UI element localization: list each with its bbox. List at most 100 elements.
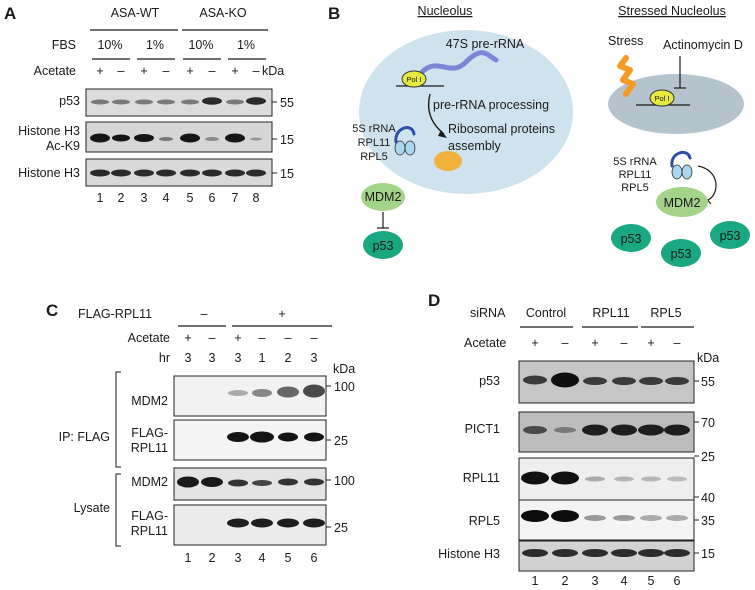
- band: [111, 170, 131, 177]
- band: [225, 134, 245, 143]
- lane-number: 6: [311, 551, 318, 565]
- blot-label-ac-k9: Ac-K9: [46, 139, 80, 153]
- hr-value: 1: [259, 351, 266, 365]
- mdm2-label: MDM2: [365, 190, 402, 204]
- band: [664, 549, 690, 557]
- marker-100: 100: [334, 380, 355, 394]
- ribosome-icon: [434, 151, 462, 171]
- lane-number: 1: [185, 551, 192, 565]
- band: [246, 97, 266, 105]
- band: [614, 477, 634, 482]
- band: [112, 100, 130, 105]
- band: [639, 377, 663, 385]
- acetate-sign: +: [140, 64, 147, 78]
- band: [250, 138, 262, 141]
- band: [666, 515, 688, 521]
- band: [304, 479, 324, 486]
- blot-label-flag: FLAG-: [131, 426, 168, 440]
- band: [90, 170, 110, 177]
- lane-number: 2: [562, 574, 569, 588]
- pol-i-label: Pol I: [406, 75, 421, 84]
- blot-label-histone-h3: Histone H3: [438, 547, 500, 561]
- p53-label: p53: [671, 247, 692, 261]
- lane-number: 5: [648, 574, 655, 588]
- rpl11-label: RPL11: [358, 137, 391, 149]
- pre-rrna-label: 47S pre-rRNA: [446, 37, 525, 51]
- band: [278, 479, 298, 486]
- blot-label-mdm2: MDM2: [131, 475, 168, 489]
- band: [667, 477, 687, 482]
- marker-25: 25: [334, 521, 348, 535]
- band: [665, 377, 689, 385]
- hr-value: 3: [235, 351, 242, 365]
- band: [226, 100, 244, 105]
- stressed-nucleolus-title: Stressed Nucleolus: [618, 4, 726, 18]
- fbs-value: 1%: [237, 38, 255, 52]
- group-rpl11: RPL11: [592, 306, 629, 320]
- blot-label-rpl11: RPL11: [131, 524, 168, 538]
- kda-label: kDa: [333, 362, 355, 376]
- marker-40: 40: [701, 491, 715, 505]
- band: [582, 549, 608, 557]
- acetate-sign: –: [253, 64, 260, 78]
- marker-25: 25: [701, 450, 715, 464]
- band: [523, 426, 547, 434]
- lane-number: 5: [187, 191, 194, 205]
- marker-15: 15: [701, 547, 715, 561]
- band: [551, 510, 579, 522]
- band: [252, 389, 272, 397]
- band: [228, 390, 248, 396]
- panel-d: D siRNA Control RPL11 RPL5 Acetate + – +…: [428, 291, 719, 588]
- assembly-label: assembly: [448, 139, 502, 153]
- lane-number: 4: [163, 191, 170, 205]
- acetate-sign: –: [209, 331, 216, 345]
- band: [664, 425, 690, 436]
- marker-15: 15: [280, 133, 294, 147]
- band: [582, 425, 608, 436]
- band: [554, 427, 576, 433]
- band: [202, 170, 222, 177]
- lane-numbers-a: 1 2 3 4 5 6 7 8: [97, 191, 260, 205]
- band: [641, 477, 661, 482]
- rpl5-label: RPL5: [360, 151, 388, 163]
- fbs-value: 1%: [146, 38, 164, 52]
- flag-rpl11-label: FLAG-RPL11: [78, 307, 152, 321]
- lane-number: 8: [253, 191, 260, 205]
- band: [613, 515, 635, 521]
- band: [523, 376, 547, 385]
- p53-label: p53: [373, 239, 394, 253]
- band: [228, 480, 248, 487]
- acetate-sign: –: [674, 336, 681, 350]
- acetate-sign: –: [163, 64, 170, 78]
- rpl5-label: RPL5: [621, 182, 649, 194]
- panel-a: A ASA-WT ASA-KO FBS 10% 1% 10% 1% Acetat…: [4, 4, 294, 205]
- marker-70: 70: [701, 416, 715, 430]
- band: [611, 425, 637, 436]
- lysate-label: Lysate: [74, 501, 110, 515]
- blot-ip-mdm2: [174, 376, 326, 416]
- sirna-label: siRNA: [470, 306, 506, 320]
- kda-label: kDa: [697, 351, 719, 365]
- band: [181, 100, 199, 105]
- acetate-sign: –: [259, 331, 266, 345]
- band: [135, 100, 153, 105]
- band: [246, 170, 266, 177]
- acetate-sign: +: [231, 64, 238, 78]
- acetate-sign: +: [234, 331, 241, 345]
- band: [251, 519, 273, 528]
- rrna-5s-label: 5S rRNA: [352, 123, 396, 135]
- band: [250, 432, 274, 443]
- band: [638, 425, 664, 436]
- band: [277, 519, 299, 528]
- flag-minus: –: [201, 307, 208, 321]
- band: [612, 377, 636, 385]
- hr-value: 3: [209, 351, 216, 365]
- blot-label-p53: p53: [479, 374, 500, 388]
- band: [638, 549, 664, 557]
- ip-flag-label: IP: FLAG: [59, 430, 110, 444]
- pol-i-label: Pol I: [654, 94, 669, 103]
- band: [303, 519, 325, 528]
- lane-number: 2: [118, 191, 125, 205]
- blot-lysate-flag-rpl11: [174, 505, 326, 545]
